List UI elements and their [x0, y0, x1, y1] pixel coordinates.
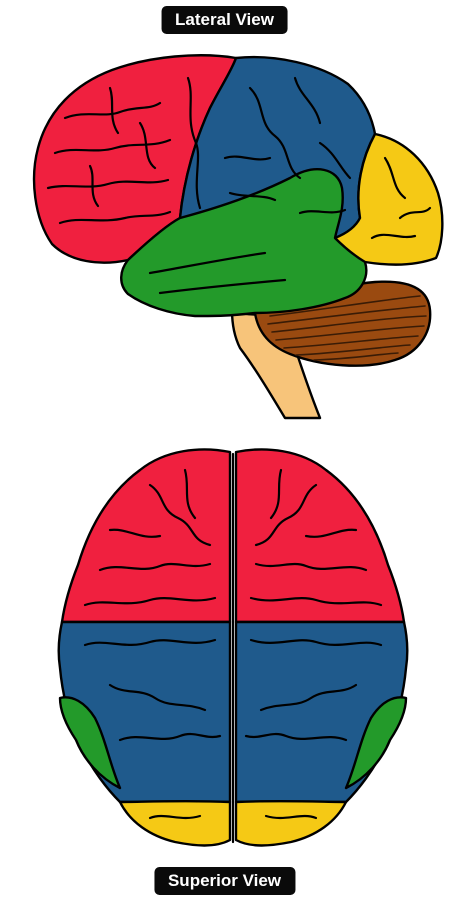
left-hemisphere [59, 449, 230, 845]
superior-view-label: Superior View [154, 867, 295, 895]
lateral-brain-diagram [0, 48, 449, 428]
right-hemisphere [236, 449, 407, 845]
left-occipital-lobe [120, 801, 230, 845]
superior-brain-diagram [0, 440, 449, 860]
right-occipital-lobe [236, 801, 346, 845]
lateral-view-label: Lateral View [161, 6, 288, 34]
